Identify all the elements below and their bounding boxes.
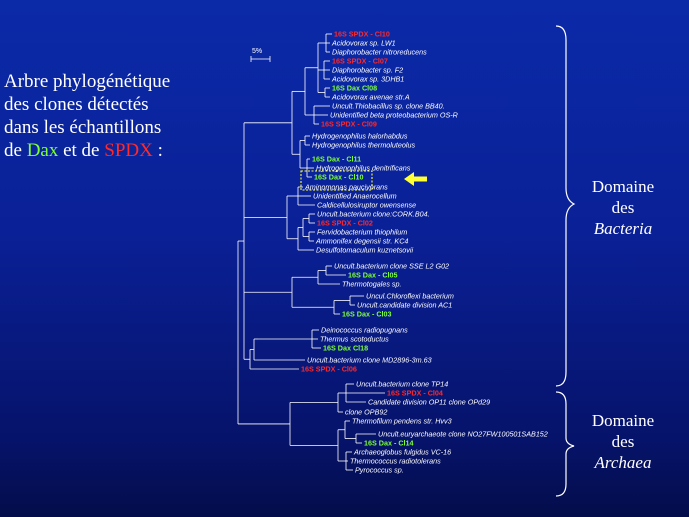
leaf-label: Uncult.bacterium clone TP14 xyxy=(356,380,448,389)
title-line-1: Arbre phylogénétique xyxy=(4,71,171,92)
leaf-label: 16S SPDX - Cl04 xyxy=(387,389,443,398)
tree-branches xyxy=(237,33,385,471)
title-de: de xyxy=(4,140,27,161)
leaf-label: Archaeoglobus fulgidus VC-16 xyxy=(353,448,451,457)
title-et-de: et de xyxy=(58,140,105,161)
leaf-label: Uncult.bacterium clone SSE L2 G02 xyxy=(334,262,449,271)
leaf-label: Thermococcus radiotolerans xyxy=(350,457,441,466)
archaea-brace xyxy=(555,391,575,497)
leaf-label: 16S Dax - Cl10 xyxy=(314,173,364,182)
leaf-label: Thermofilum pendens str. Hvv3 xyxy=(352,417,452,426)
scale-bar-line xyxy=(250,56,271,62)
leaf-label: 16S SPDX - Cl02 xyxy=(317,219,373,228)
leaf-label: Acidovorax sp. LW1 xyxy=(331,39,396,48)
leaf-label: Hydrogenophilus halorhabdus xyxy=(312,132,408,141)
bacteria-brace xyxy=(555,25,576,387)
leaf-label: Pyrococcus sp. xyxy=(355,466,404,475)
domain-archaea-line-1: Domaine xyxy=(591,411,655,430)
leaf-label: Unidentified Anaerocellum xyxy=(313,192,397,201)
leaf-label: Uncult.euryarchaeote clone NO27FW100501S… xyxy=(378,430,548,439)
leaf-label: Ammonifex degensii str. KC4 xyxy=(315,237,408,246)
leaf-label: Uncult.Thiobacillus sp. clone BB40. xyxy=(332,102,445,111)
leaf-label: Deinococcus radiopugnans xyxy=(321,326,408,335)
leaf-label: Candidate division OP11 clone OPd29 xyxy=(368,398,490,407)
leaf-label: Aminomonas paucivorans xyxy=(304,183,388,192)
domain-bacteria-line-3: Bacteria xyxy=(593,219,653,238)
leaf-label: 16S SPDX - Cl10 xyxy=(334,30,390,39)
leaf-label: Fervidobacterium thiophilum xyxy=(317,228,407,237)
leaf-label: Thermotogales sp. xyxy=(342,280,402,289)
leaf-label: Uncult.candidate division AC1 xyxy=(357,301,452,310)
leaf-label: 16S SPDX - Cl06 xyxy=(301,365,357,374)
leaf-label: Acidovorax avenae str.A xyxy=(331,93,410,102)
slide-title: Arbre phylogénétique des clones détectés… xyxy=(4,70,204,162)
domain-bacteria-line-1: Domaine xyxy=(591,177,655,196)
leaf-label: 16S SPDX - Cl07 xyxy=(332,57,388,66)
leaf-label: Acidovorax sp. 3DHB1 xyxy=(331,75,404,84)
highlight-box xyxy=(300,170,373,191)
scale-label: 5% xyxy=(252,48,263,55)
domain-archaea-line-2: des xyxy=(611,432,635,451)
leaf-label: 16S Dax - Cl05 xyxy=(348,271,398,280)
title-colon: : xyxy=(152,140,163,161)
leaf-label: Diaphorobacter sp. F2 xyxy=(332,66,403,75)
title-spdx: SPDX xyxy=(104,140,153,161)
title-line-4: de Dax et de SPDX : xyxy=(4,139,204,162)
leaf-label: 16S Dax - Cl11 xyxy=(312,155,361,164)
yellow-arrow-icon xyxy=(404,172,427,186)
leaf-label: Desulfotomaculum kuznetsovii xyxy=(316,246,413,255)
title-line-3: dans les échantillons xyxy=(4,117,162,138)
leaf-label: 16S Dax - Cl14 xyxy=(364,439,414,448)
domain-bacteria-label: Domaine des Bacteria xyxy=(578,176,668,239)
leaf-label: Hydrogenophilus denitrificans xyxy=(316,164,411,173)
leaf-label: 16S SPDX - Cl09 xyxy=(321,120,377,129)
title-line-2: des clones détectés xyxy=(4,94,149,115)
leaf-label: Uncul.Chloroflexi bacterium xyxy=(366,292,454,301)
domain-archaea-label: Domaine des Archaea xyxy=(578,410,668,473)
leaf-label: Hydrogenophilus thermoluteolus xyxy=(312,141,415,150)
leaf-label: Caldicellulosiruptor owensense xyxy=(317,201,416,210)
domain-bacteria-line-2: des xyxy=(611,198,635,217)
leaf-label: Thermus scotoductus xyxy=(320,335,389,344)
title-dax: Dax xyxy=(26,140,59,161)
leaf-label: Unidentified beta proteobacterium OS-R xyxy=(330,111,458,120)
leaf-label: Uncult.bacterium clone:CORK.B04. xyxy=(317,210,430,219)
domain-archaea-line-3: Archaea xyxy=(594,453,652,472)
leaf-label: 16S Dax Cl18 xyxy=(323,344,368,353)
leaf-label: 16S Dax - Cl03 xyxy=(342,310,392,319)
leaf-label: clone OPB92 xyxy=(345,408,387,417)
leaf-label: 16S Dax Cl08 xyxy=(332,84,377,93)
leaf-label: Diaphorobacter nitroreducens xyxy=(332,48,427,57)
leaf-label: Uncult.bacterium clone MD2896-3m.63 xyxy=(307,356,432,365)
